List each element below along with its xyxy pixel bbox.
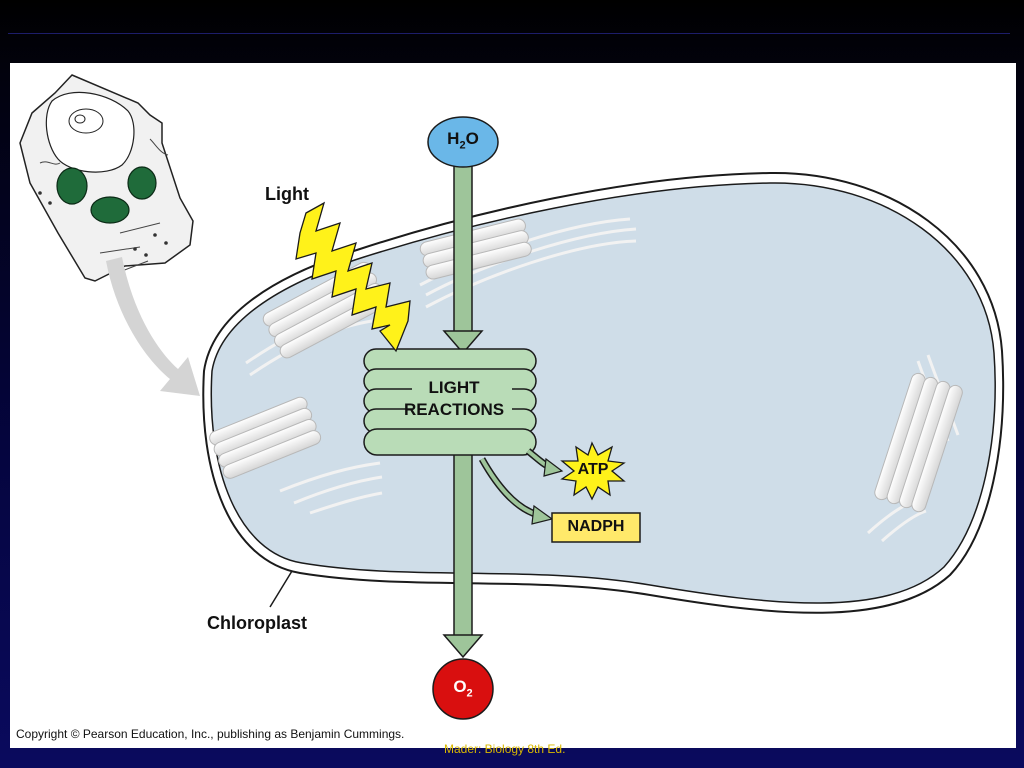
- water-node: [427, 116, 499, 168]
- zoom-arrow: [106, 257, 200, 396]
- nadph-label: NADPH: [567, 518, 625, 535]
- light-reactions-label-line1: LIGHT: [428, 378, 480, 397]
- plant-cell-inset: [19, 74, 194, 282]
- water-label-rest: O: [465, 129, 479, 148]
- chloroplast-leader-line: [269, 570, 293, 608]
- oxygen-label: O2: [437, 677, 489, 699]
- oxygen-node: [432, 658, 494, 720]
- chloroplast-label: Chloroplast: [207, 613, 308, 633]
- nadph-box: [551, 512, 641, 543]
- atp-label: ATP: [577, 461, 609, 478]
- grana-stack-right: [874, 372, 963, 513]
- atp-starburst: [560, 441, 626, 501]
- light-reactions-granum: [363, 348, 537, 456]
- light-bolt-icon: [295, 201, 411, 353]
- light-reactions-label: LIGHT REACTIONS: [374, 377, 534, 421]
- title-rule: [8, 33, 1010, 34]
- light-reactions-label-line2: REACTIONS: [403, 400, 505, 419]
- oxygen-label-base: O: [453, 677, 467, 696]
- water-label: H2O: [437, 129, 489, 151]
- chloroplast: [202, 171, 1005, 614]
- water-label-base: H: [447, 129, 460, 148]
- grana-stack-lower-left: [209, 396, 322, 479]
- light-reactions-diagram: [19, 74, 1005, 720]
- water-input-arrow: [442, 160, 484, 355]
- footer-credit: Mader: Biology 8th Ed.: [444, 742, 566, 756]
- nadph-product-arrow: [478, 457, 554, 525]
- grana-stack-upper: [419, 218, 532, 280]
- copyright-notice: Copyright © Pearson Education, Inc., pub…: [16, 727, 405, 741]
- light-label: Light: [265, 184, 309, 204]
- atp-product-arrow: [525, 448, 564, 477]
- oxygen-label-subscript: 2: [466, 687, 473, 700]
- water-label-subscript: 2: [459, 139, 466, 152]
- figure-panel: H2O O2 Light LIGHT REACTIONS ATP NADPH C…: [10, 63, 1016, 748]
